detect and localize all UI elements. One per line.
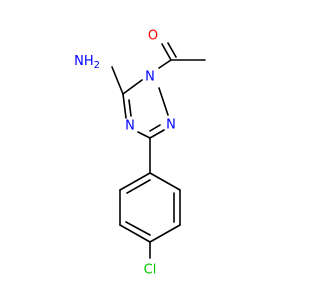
bond-ph-3-4 — [119, 224, 151, 243]
bond-ph-inner-b — [125, 221, 151, 236]
bond-ph-4-5 — [149, 224, 181, 243]
bond-c5-nh2 — [111, 66, 124, 95]
atom-cl: Cl — [144, 263, 157, 278]
bond-ph-inner-a — [126, 179, 151, 194]
chemical-structure-diagram: O NH2 N N N Cl — [74, 29, 206, 278]
bond-c3-n2-b — [149, 124, 161, 132]
atom-o: O — [148, 29, 158, 44]
bond-c3-n2-a — [149, 129, 165, 139]
bond-c5-n4-b — [128, 99, 132, 117]
atom-n1: N — [145, 70, 155, 85]
atom-nh2-subscript: 2 — [94, 60, 100, 71]
atom-nh2: NH2 — [74, 54, 100, 71]
bond-ph-1-2 — [119, 172, 151, 191]
bond-n2-n1 — [158, 87, 169, 116]
bond-ph-6-1 — [149, 172, 181, 191]
bond-c5-n4-a — [122, 93, 127, 119]
atom-nh2-main: NH — [74, 54, 94, 69]
atom-n2: N — [166, 118, 176, 133]
bond-n1-carbonyl-c — [158, 59, 172, 69]
atom-n4: N — [125, 119, 135, 134]
bond-carbonyl-co-b — [167, 42, 177, 58]
bond-n4-c3 — [137, 131, 151, 139]
bond-carbonyl-co-a — [161, 43, 172, 61]
bond-n1-c5 — [122, 79, 143, 95]
